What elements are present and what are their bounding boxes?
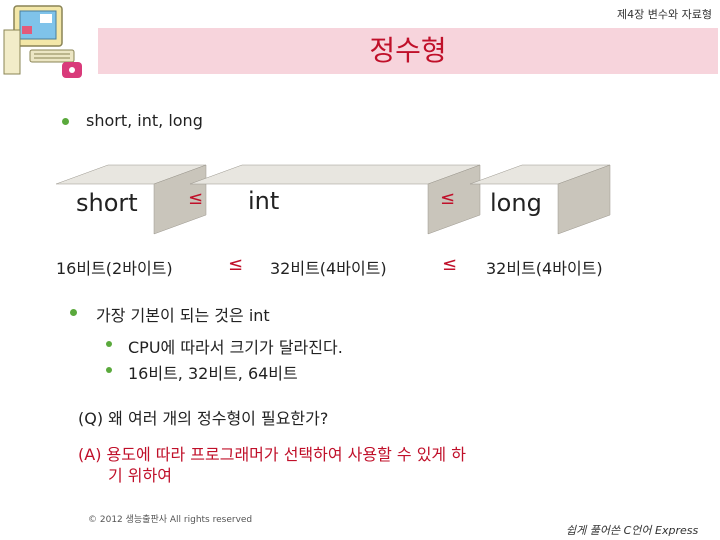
sub-bullet-bits: 16비트, 32비트, 64비트: [128, 364, 298, 383]
box-label-int: int: [248, 187, 280, 215]
size-le-symbol: ≤: [442, 254, 458, 275]
type-boxes: [55, 164, 611, 235]
size-int: 32비트(4바이트): [270, 259, 387, 278]
box-label-short: short: [76, 189, 138, 217]
chapter-title: 제4장 변수와 자료형: [617, 8, 712, 21]
bullet-int-basic: 가장 기본이 되는 것은 int: [96, 306, 270, 325]
bullet-types: short, int, long: [86, 111, 203, 130]
box-le-symbol: ≤: [440, 188, 456, 209]
box-label-long: long: [490, 189, 542, 217]
box-le-symbol: ≤: [188, 188, 204, 209]
bullet-dot: [70, 309, 77, 316]
slide-title: 정수형: [369, 34, 447, 67]
answer-line-1: (A) 용도에 따라 프로그래머가 선택하여 사용할 수 있게 하: [78, 445, 466, 464]
question-text: (Q) 왜 여러 개의 정수형이 필요한가?: [78, 409, 329, 428]
sub-bullet-dot: [106, 341, 112, 347]
sub-bullet-cpu: CPU에 따라서 크기가 달라진다.: [128, 338, 343, 357]
answer-line-2: 기 위하여: [108, 466, 172, 485]
title-band: [98, 28, 718, 74]
size-long: 32비트(4바이트): [486, 259, 603, 278]
computer-illustration-icon: [3, 5, 82, 78]
copyright-text: © 2012 생능출판사 All rights reserved: [88, 515, 253, 525]
size-le-symbol: ≤: [228, 254, 244, 275]
book-title: 쉽게 풀어쓴 C언어 Express: [566, 524, 699, 537]
size-short: 16비트(2바이트): [56, 259, 173, 278]
sub-bullet-dot: [106, 367, 112, 373]
bullet-dot: [62, 118, 69, 125]
